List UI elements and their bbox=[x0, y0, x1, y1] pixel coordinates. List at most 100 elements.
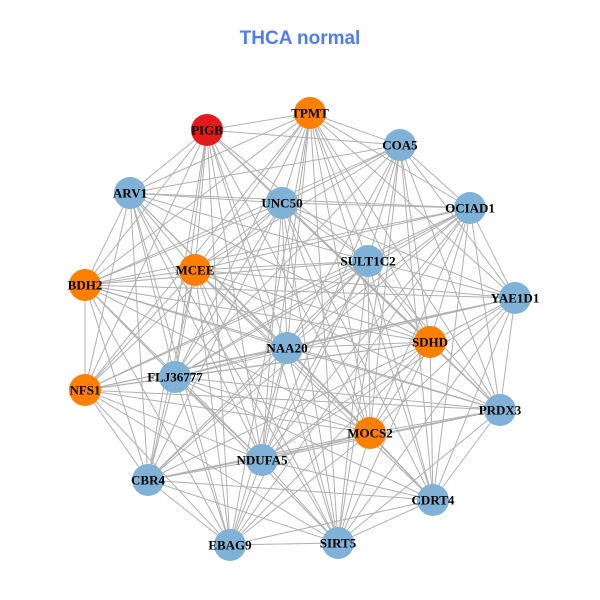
edge-UNC50-BDH2 bbox=[84, 202, 283, 286]
node-nfs1[interactable]: NFS1 bbox=[69, 374, 101, 406]
edge-YAE1D1-NDUFA5 bbox=[261, 297, 516, 461]
edge-CBR4-CDRT4 bbox=[147, 479, 434, 501]
node-pigb[interactable]: PIGB bbox=[191, 114, 223, 146]
node-circle bbox=[214, 529, 246, 561]
node-ebag9[interactable]: EBAG9 bbox=[208, 529, 252, 561]
node-circle bbox=[414, 326, 446, 358]
node-cdrt4[interactable]: CDRT4 bbox=[412, 484, 455, 516]
node-circle bbox=[354, 417, 386, 449]
node-sdhd[interactable]: SDHD bbox=[412, 326, 448, 358]
edge-UNC50-FLJ36777 bbox=[174, 202, 283, 378]
edge-ARV1-CBR4 bbox=[129, 192, 149, 481]
node-circle bbox=[352, 245, 384, 277]
node-label: PIGB bbox=[191, 123, 223, 138]
node-coa5[interactable]: COA5 bbox=[382, 129, 418, 161]
edge-SULT1C2-SDHD bbox=[367, 260, 431, 343]
edge-COA5-BDH2 bbox=[84, 144, 401, 286]
edge-COA5-NAA20 bbox=[286, 144, 401, 349]
edge-OCIAD1-SULT1C2 bbox=[367, 207, 471, 262]
edge-SULT1C2-FLJ36777 bbox=[174, 260, 369, 378]
edge-YAE1D1-CDRT4 bbox=[432, 297, 516, 501]
node-tpmt[interactable]: TPMT bbox=[291, 97, 329, 129]
edge-TPMT-CDRT4 bbox=[309, 112, 434, 501]
edge-COA5-FLJ36777 bbox=[174, 144, 401, 378]
node-circle bbox=[159, 361, 191, 393]
edge-OCIAD1-BDH2 bbox=[84, 207, 471, 286]
edge-MCEE-BDH2 bbox=[84, 269, 196, 286]
edge-YAE1D1-MOCS2 bbox=[369, 297, 516, 434]
edge-NFS1-CBR4 bbox=[84, 389, 149, 481]
node-label: EBAG9 bbox=[208, 538, 252, 553]
edge-COA5-PRDX3 bbox=[399, 144, 501, 411]
edge-OCIAD1-MCEE bbox=[194, 207, 471, 271]
edge-BDH2-YAE1D1 bbox=[84, 284, 516, 299]
node-label: SULT1C2 bbox=[340, 254, 395, 269]
edge-TPMT-ARV1 bbox=[129, 112, 311, 194]
edge-SULT1C2-NAA20 bbox=[286, 260, 369, 349]
edge-BDH2-MOCS2 bbox=[84, 284, 371, 434]
edge-SDHD-SIRT5 bbox=[337, 341, 431, 544]
edge-ARV1-SULT1C2 bbox=[129, 192, 369, 262]
node-circle bbox=[417, 484, 449, 516]
edge-FLJ36777-PRDX3 bbox=[174, 376, 501, 411]
edge-TPMT-NAA20 bbox=[286, 112, 311, 349]
node-flj36777[interactable]: FLJ36777 bbox=[147, 361, 203, 393]
node-circle bbox=[266, 187, 298, 219]
node-label: NFS1 bbox=[69, 383, 100, 398]
edge-CBR4-SIRT5 bbox=[147, 479, 339, 544]
node-label: UNC50 bbox=[261, 196, 302, 211]
node-mcee[interactable]: MCEE bbox=[176, 254, 215, 286]
edge-SULT1C2-NFS1 bbox=[84, 260, 369, 391]
edge-TPMT-BDH2 bbox=[84, 112, 311, 286]
edge-EBAG9-SIRT5 bbox=[229, 542, 339, 546]
node-label: MOCS2 bbox=[347, 426, 393, 441]
edge-TPMT-EBAG9 bbox=[229, 112, 311, 546]
edge-NFS1-MOCS2 bbox=[84, 389, 371, 434]
node-circle bbox=[384, 129, 416, 161]
edge-UNC50-MCEE bbox=[194, 202, 283, 271]
edge-NFS1-NDUFA5 bbox=[84, 389, 263, 461]
edge-MOCS2-EBAG9 bbox=[229, 432, 371, 546]
node-label: CDRT4 bbox=[412, 493, 455, 508]
node-circle bbox=[294, 97, 326, 129]
edge-SULT1C2-BDH2 bbox=[84, 260, 369, 286]
edge-NAA20-PRDX3 bbox=[286, 347, 501, 411]
node-circle bbox=[132, 464, 164, 496]
edge-TPMT-SIRT5 bbox=[309, 112, 339, 544]
edge-UNC50-SIRT5 bbox=[281, 202, 339, 544]
edge-MCEE-NAA20 bbox=[194, 269, 288, 349]
edge-YAE1D1-FLJ36777 bbox=[174, 297, 516, 378]
node-ndufa5[interactable]: NDUFA5 bbox=[236, 444, 288, 476]
edge-CBR4-EBAG9 bbox=[147, 479, 231, 546]
node-ociad1[interactable]: OCIAD1 bbox=[445, 192, 495, 224]
node-yae1d1[interactable]: YAE1D1 bbox=[491, 282, 540, 314]
edge-TPMT-PRDX3 bbox=[309, 112, 501, 411]
edge-PIGB-COA5 bbox=[206, 129, 401, 146]
node-naa20[interactable]: NAA20 bbox=[266, 332, 308, 364]
edge-MCEE-CDRT4 bbox=[194, 269, 434, 501]
node-arv1[interactable]: ARV1 bbox=[113, 177, 147, 209]
edge-MCEE-SULT1C2 bbox=[194, 260, 369, 271]
edge-NAA20-CBR4 bbox=[147, 347, 288, 481]
edge-SULT1C2-EBAG9 bbox=[229, 260, 369, 546]
node-mocs2[interactable]: MOCS2 bbox=[347, 417, 393, 449]
node-label: COA5 bbox=[382, 138, 418, 153]
node-bdh2[interactable]: BDH2 bbox=[68, 269, 103, 301]
edge-OCIAD1-PRDX3 bbox=[469, 207, 501, 411]
edge-UNC50-SULT1C2 bbox=[281, 202, 369, 262]
edge-TPMT-MOCS2 bbox=[309, 112, 371, 434]
node-unc50[interactable]: UNC50 bbox=[261, 187, 303, 219]
edge-OCIAD1-CDRT4 bbox=[432, 207, 471, 501]
edge-MCEE-EBAG9 bbox=[194, 269, 231, 546]
node-sult1c2[interactable]: SULT1C2 bbox=[340, 245, 396, 277]
edge-BDH2-SDHD bbox=[84, 284, 431, 343]
edge-UNC50-NAA20 bbox=[281, 202, 288, 349]
edge-ARV1-BDH2 bbox=[84, 192, 131, 286]
node-cbr4[interactable]: CBR4 bbox=[131, 464, 165, 496]
edge-ARV1-MCEE bbox=[129, 192, 196, 271]
node-circle bbox=[246, 444, 278, 476]
node-circle bbox=[179, 254, 211, 286]
node-prdx3[interactable]: PRDX3 bbox=[479, 394, 522, 426]
node-circle bbox=[484, 394, 516, 426]
node-sirt5[interactable]: SIRT5 bbox=[320, 527, 357, 559]
